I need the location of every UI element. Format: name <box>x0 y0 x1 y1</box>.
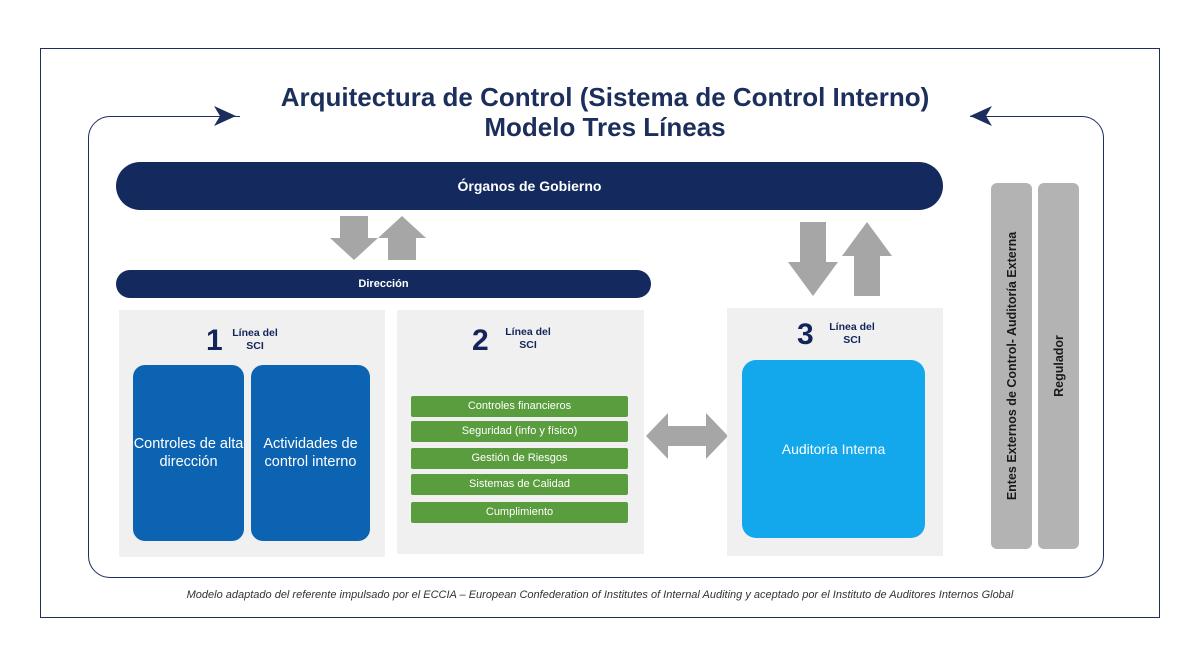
line1-label-b: SCI <box>246 340 264 352</box>
control-item: Seguridad (info y físico) <box>411 421 628 442</box>
line2-label-b: SCI <box>519 339 537 351</box>
control-item: Gestión de Riesgos <box>411 448 628 469</box>
loop-arrow-right-icon <box>214 106 236 126</box>
entes-externos-bar: Entes Externos de Control- Auditoría Ext… <box>991 183 1032 549</box>
line1-number: 1 <box>206 324 223 357</box>
regulador-bar: Regulador <box>1038 183 1079 549</box>
line3-label-a: Línea del <box>829 321 875 333</box>
loop-arrow-left-icon <box>970 106 992 126</box>
control-item: Cumplimiento <box>411 502 628 523</box>
control-item: Controles financieros <box>411 396 628 417</box>
regulador-label: Regulador <box>1051 335 1066 397</box>
diagram-subtitle: Modelo Tres Líneas <box>240 112 970 142</box>
diagram-title: Arquitectura de Control (Sistema de Cont… <box>240 82 970 112</box>
control-item: Sistemas de Calidad <box>411 474 628 495</box>
footnote: Modelo adaptado del referente impulsado … <box>186 589 1014 601</box>
line1-label-a: Línea del <box>232 327 278 339</box>
line2-number: 2 <box>472 324 489 357</box>
line3-label-b: SCI <box>843 334 861 346</box>
bidirectional-arrow-icon <box>646 413 728 459</box>
actividades-control-interno-box: Actividades de control interno <box>251 365 370 541</box>
organos-de-gobierno-bar: Órganos de Gobierno <box>116 162 943 210</box>
line2-label-a: Línea del <box>505 326 551 338</box>
box-label: Controles de alta dirección <box>133 436 244 470</box>
auditoria-interna-box: Auditoría Interna <box>742 360 925 538</box>
up-down-arrows-icon <box>788 222 892 296</box>
direccion-bar: Dirección <box>116 270 651 298</box>
entes-externos-label: Entes Externos de Control- Auditoría Ext… <box>1004 231 1019 501</box>
controles-alta-direccion-box: Controles de alta dirección <box>133 365 244 541</box>
outer-frame <box>40 48 1160 618</box>
up-down-arrows-icon <box>330 216 426 260</box>
line3-number: 3 <box>797 318 814 351</box>
box-label: Actividades de control interno <box>263 436 358 470</box>
box-label: Auditoría Interna <box>781 441 886 457</box>
